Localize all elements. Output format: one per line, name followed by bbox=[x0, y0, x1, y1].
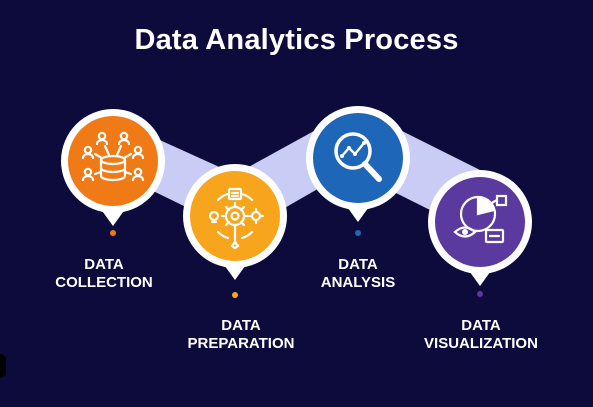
step-data-visualization bbox=[428, 170, 532, 297]
step-data-analysis bbox=[306, 106, 410, 236]
label-line-2: PREPARATION bbox=[187, 335, 295, 352]
step-data-collection bbox=[61, 109, 165, 236]
pin-circle bbox=[313, 113, 403, 203]
page-title: Data Analytics Process bbox=[134, 24, 459, 56]
edge-artifact bbox=[0, 354, 6, 378]
step-label-data-preparation: DATA PREPARATION bbox=[161, 317, 321, 353]
pin-dot bbox=[477, 291, 483, 297]
label-line-1: DATA bbox=[338, 256, 378, 273]
label-line-2: ANALYSIS bbox=[320, 274, 396, 291]
pin-dot bbox=[355, 230, 361, 236]
step-label-data-collection: DATA COLLECTION bbox=[24, 256, 184, 292]
data-collection-icon bbox=[81, 131, 145, 182]
pin-dot bbox=[110, 230, 116, 236]
pin-circle bbox=[435, 177, 525, 267]
step-label-data-visualization: DATA VISUALIZATION bbox=[401, 317, 561, 353]
data-preparation-icon bbox=[208, 187, 265, 250]
label-line-1: DATA bbox=[221, 317, 261, 334]
pin-circle bbox=[68, 116, 158, 206]
data-visualization-icon bbox=[453, 194, 508, 244]
pin-dot bbox=[232, 292, 238, 298]
label-line-1: DATA bbox=[461, 317, 501, 334]
pin-circle bbox=[190, 171, 280, 261]
label-line-1: DATA bbox=[84, 256, 124, 273]
data-analysis-icon bbox=[334, 132, 382, 182]
step-data-preparation bbox=[183, 164, 287, 298]
label-line-2: VISUALIZATION bbox=[424, 335, 538, 352]
step-label-data-analysis: DATA ANALYSIS bbox=[278, 256, 438, 292]
label-line-2: COLLECTION bbox=[55, 274, 153, 291]
